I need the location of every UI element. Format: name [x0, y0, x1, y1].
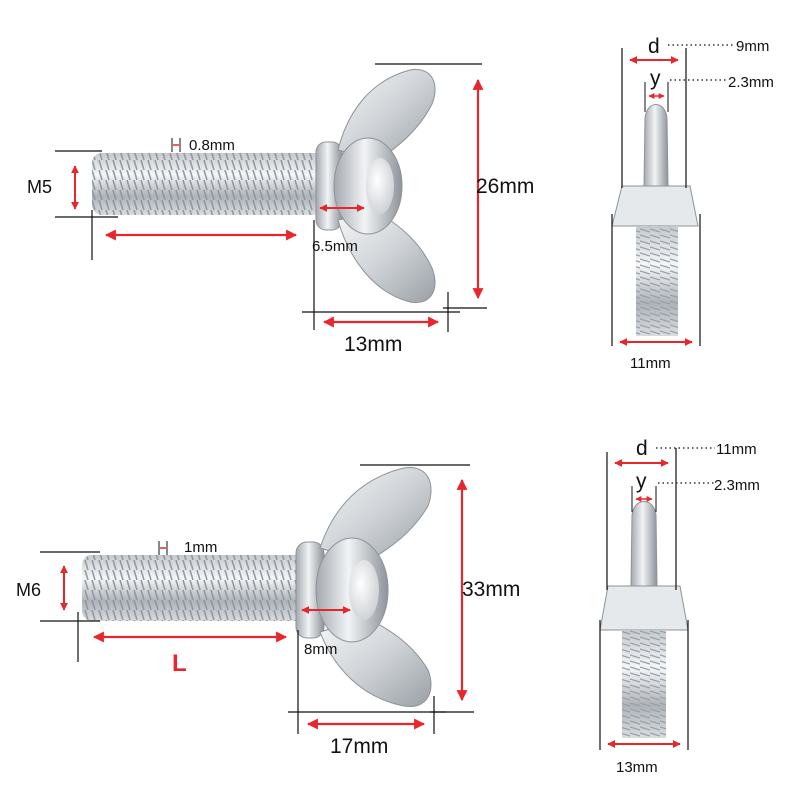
top-width-label: 13mm — [344, 333, 402, 356]
top-side-y-letter: y — [650, 67, 661, 90]
bottom-thread-label: M6 — [16, 580, 41, 600]
bottom-side-d-value: 11mm — [716, 441, 757, 458]
bottom-washer-label: 8mm — [304, 641, 337, 658]
top-washer-label: 6.5mm — [312, 238, 358, 255]
bottom-side-view: d 11mm y 2.3mm 13mm — [599, 437, 760, 776]
bottom-threaded-shaft — [82, 555, 312, 621]
top-upper-wing — [337, 68, 436, 161]
bottom-hub-face — [349, 560, 379, 620]
top-wing-bolt: M5 0.8mm 6.5mm 26mm 13mm — [27, 63, 534, 356]
top-thread-label: M5 — [27, 177, 52, 197]
top-hub-face — [366, 158, 394, 214]
top-threaded-shaft — [92, 153, 332, 215]
top-side-d-letter: d — [648, 35, 660, 58]
bottom-width-label: 17mm — [330, 735, 388, 758]
bottom-length-label: L — [172, 650, 187, 677]
top-side-wing-tip — [643, 104, 669, 187]
top-side-hub — [611, 185, 699, 227]
bottom-side-y-letter: y — [636, 470, 647, 493]
bottom-side-hub — [599, 585, 689, 631]
top-side-d-value: 9mm — [736, 38, 769, 55]
bottom-side-y-value: 2.3mm — [714, 477, 760, 494]
bottom-pitch-label: 1mm — [184, 539, 217, 556]
top-side-view: d 9mm y 2.3mm 11mm — [611, 35, 774, 372]
bottom-side-base-label: 13mm — [616, 759, 658, 776]
bottom-height-label: 33mm — [462, 578, 520, 601]
bottom-side-d-letter: d — [636, 437, 648, 460]
top-lower-wing — [337, 211, 436, 304]
top-pitch-label: 0.8mm — [189, 137, 235, 154]
top-side-base-label: 11mm — [630, 355, 671, 372]
top-height-label: 26mm — [476, 175, 534, 198]
bottom-side-wing-tip — [630, 501, 658, 587]
top-side-y-value: 2.3mm — [728, 74, 774, 91]
bottom-wing-bolt: M6 L 1mm 8mm 33mm 17mm — [16, 464, 520, 758]
